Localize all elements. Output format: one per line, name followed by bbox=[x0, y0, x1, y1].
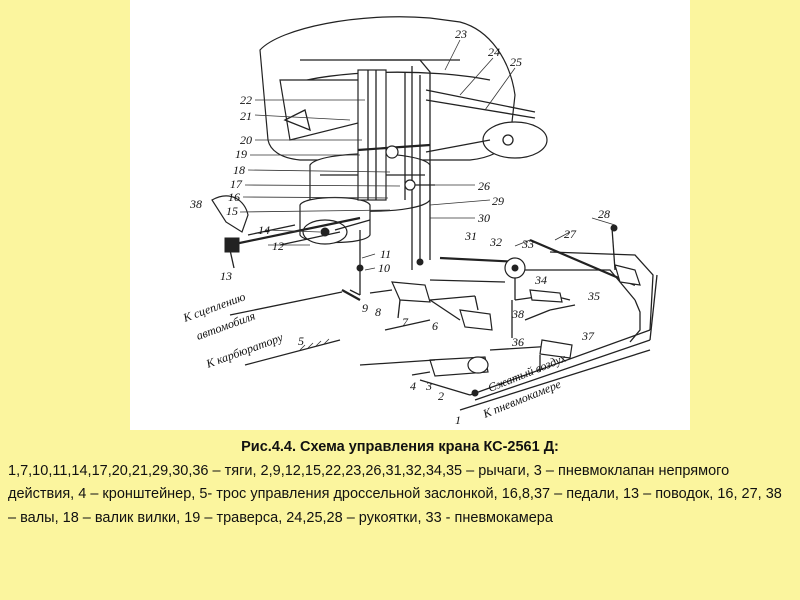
part-number-26: 26 bbox=[478, 179, 490, 193]
part-number-9: 9 bbox=[362, 301, 368, 315]
part-number-38-lower: 38 bbox=[511, 307, 524, 321]
part-number-25: 25 bbox=[510, 55, 522, 69]
part-number-12: 12 bbox=[272, 239, 284, 253]
part-number-8: 8 bbox=[375, 305, 381, 319]
part-number-36: 36 bbox=[511, 335, 524, 349]
control-scheme-figure: К сцеплению автомобиля К карбюратору Сжа… bbox=[130, 0, 690, 430]
part-number-22: 22 bbox=[240, 93, 252, 107]
clutch-linkage bbox=[229, 230, 364, 316]
part-number-34: 34 bbox=[534, 273, 547, 287]
part-number-18: 18 bbox=[233, 163, 245, 177]
part-number-38: 38 bbox=[189, 197, 202, 211]
part-number-7: 7 bbox=[402, 315, 409, 329]
part-number-16: 16 bbox=[228, 190, 240, 204]
right-linkage bbox=[429, 256, 641, 372]
part-number-29: 29 bbox=[492, 194, 504, 208]
caption-title: Рис.4.4. Схема управления крана КС-2561 … bbox=[241, 439, 559, 455]
left-shaft-assembly bbox=[211, 195, 371, 269]
part-number-1: 1 bbox=[455, 413, 461, 427]
part-number-5: 5 bbox=[298, 334, 304, 348]
part-number-2: 2 bbox=[438, 389, 444, 403]
part-number-4: 4 bbox=[410, 379, 416, 393]
part-number-32: 32 bbox=[489, 235, 502, 249]
part-number-6: 6 bbox=[432, 319, 438, 333]
part-number-15: 15 bbox=[226, 204, 238, 218]
part-number-27: 27 bbox=[564, 227, 577, 241]
crane-control-diagram: К сцеплению автомобиля К карбюратору Сжа… bbox=[180, 16, 658, 427]
carburetor-cable bbox=[244, 338, 341, 366]
part-number-37: 37 bbox=[581, 329, 595, 343]
pneumo-assembly bbox=[359, 251, 658, 411]
part-number-35: 35 bbox=[587, 289, 600, 303]
part-number-31: 31 bbox=[464, 229, 477, 243]
pedal-assembly bbox=[369, 281, 493, 331]
part-number-3: 3 bbox=[425, 379, 432, 393]
part-number-23: 23 bbox=[455, 27, 467, 41]
part-number-13: 13 bbox=[220, 269, 232, 283]
part-number-21: 21 bbox=[240, 109, 252, 123]
traverse-column bbox=[357, 59, 536, 270]
figure-caption: Рис.4.4. Схема управления крана КС-2561 … bbox=[8, 436, 792, 530]
part-number-14: 14 bbox=[258, 223, 270, 237]
part-number-11: 11 bbox=[380, 247, 391, 261]
part-number-17: 17 bbox=[230, 177, 243, 191]
part-number-10: 10 bbox=[378, 261, 390, 275]
part-numbers: 23 24 25 22 21 20 19 18 17 16 15 38 14 1… bbox=[189, 27, 610, 427]
part-number-33: 33 bbox=[521, 237, 534, 251]
part-number-24: 24 bbox=[488, 45, 500, 59]
part-number-19: 19 bbox=[235, 147, 247, 161]
crane-body bbox=[259, 16, 548, 245]
leader-lines bbox=[239, 39, 616, 271]
caption-text: 1,7,10,11,14,17,20,21,29,30,36 – тяги, 2… bbox=[8, 462, 782, 526]
handle-shaft bbox=[529, 224, 641, 287]
part-number-20: 20 bbox=[240, 133, 252, 147]
part-number-30: 30 bbox=[477, 211, 490, 225]
part-number-28: 28 bbox=[598, 207, 610, 221]
